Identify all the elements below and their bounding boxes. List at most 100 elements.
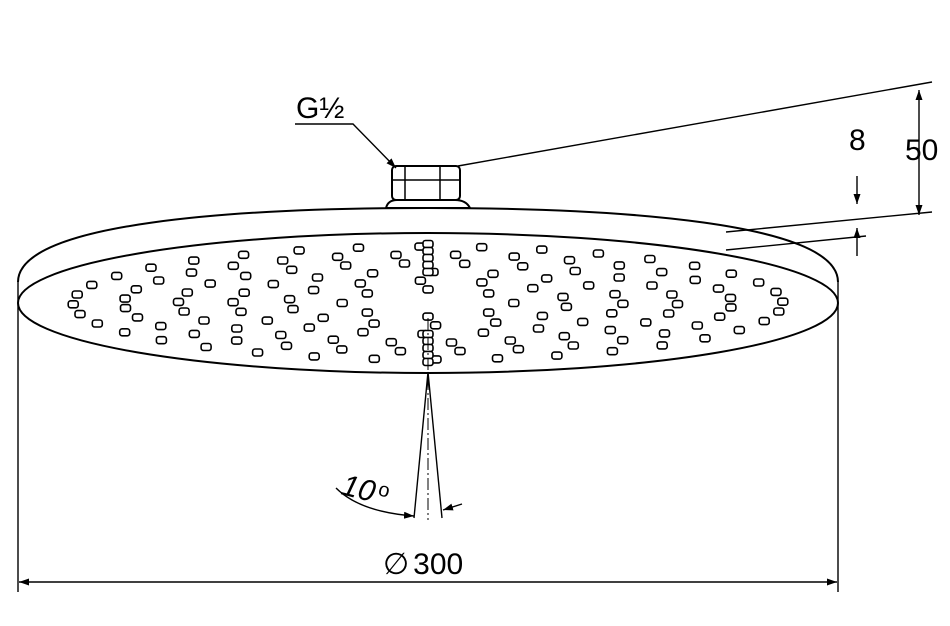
nozzle [368, 319, 380, 328]
nozzle [285, 265, 298, 275]
nozzle [357, 327, 369, 337]
nozzle [74, 309, 86, 319]
nozzle [267, 279, 280, 289]
height-total-label: 50 [905, 134, 938, 167]
nozzle [532, 324, 545, 333]
nozzle [181, 288, 194, 297]
nozzle [563, 255, 576, 265]
nozzle [658, 329, 671, 338]
nozzle [327, 335, 340, 345]
nozzle [725, 303, 737, 312]
height-ext-line-plate-top [725, 211, 933, 233]
nozzle [666, 290, 678, 299]
height-plate-label: 8 [849, 124, 866, 157]
nozzle [276, 256, 289, 265]
nozzle [130, 284, 143, 294]
nozzle [331, 252, 344, 262]
nozzle [613, 261, 626, 270]
nozzle [504, 336, 517, 345]
nozzle [422, 246, 434, 256]
nozzle [616, 335, 629, 345]
nozzle [576, 317, 589, 327]
nozzle [119, 303, 132, 313]
nozzle [152, 276, 165, 285]
nozzle [592, 249, 605, 258]
spray-line-right [427, 371, 443, 519]
nozzle [540, 274, 553, 283]
nozzle [605, 308, 618, 318]
nozzle [352, 243, 365, 252]
nozzle [239, 271, 252, 281]
nozzle [508, 252, 521, 261]
nozzle [604, 325, 617, 335]
diameter-dimension [17, 282, 839, 592]
nozzle [662, 309, 675, 318]
nozzle [475, 242, 488, 252]
nozzle [606, 346, 619, 356]
nozzle [230, 336, 243, 345]
thread-leader-line [295, 123, 397, 169]
nozzle [261, 316, 274, 325]
nozzle [656, 341, 669, 350]
spray-line-left [413, 371, 429, 519]
nozzle [235, 307, 247, 317]
nozzle [131, 313, 144, 322]
nozzle [489, 318, 502, 327]
nozzle [688, 261, 701, 271]
nozzle [477, 328, 490, 338]
nozzle [178, 307, 190, 316]
nozzle [422, 253, 434, 263]
nozzle [339, 261, 352, 270]
connector-nut [384, 165, 472, 209]
nozzle [185, 268, 198, 277]
nozzle [204, 279, 216, 288]
nozzle [507, 298, 520, 308]
nozzle [655, 267, 668, 277]
nozzle [713, 312, 726, 322]
nozzle [422, 239, 434, 249]
nozzle [188, 256, 200, 265]
nozzle [422, 260, 434, 270]
nozzle [776, 297, 789, 307]
degree-symbol: o [376, 479, 392, 503]
nozzle [449, 250, 462, 260]
nozzle [482, 289, 495, 298]
nozzle [617, 299, 629, 309]
connector-body [391, 165, 461, 201]
spray-angle-arrow-right [442, 503, 463, 511]
nozzle [512, 344, 525, 354]
nozzle [454, 346, 466, 356]
nozzle [725, 269, 738, 279]
nozzle [582, 281, 595, 290]
nozzle [91, 319, 104, 328]
nozzle [770, 287, 782, 297]
nozzle [293, 246, 305, 255]
nozzle [516, 261, 529, 271]
nozzle [336, 298, 349, 308]
nozzle [361, 308, 374, 317]
nozzle [251, 348, 264, 357]
diameter-symbol: ∅ [383, 548, 409, 581]
nozzle-pattern [67, 239, 789, 367]
spray-angle [335, 318, 463, 520]
nozzle [317, 313, 330, 323]
nozzle [609, 289, 621, 299]
height-ext-line-top [457, 81, 933, 167]
nozzle [699, 333, 711, 343]
nozzle [311, 273, 324, 282]
nozzle [118, 327, 131, 337]
nozzle [445, 338, 458, 347]
nozzle [335, 345, 348, 354]
nozzle [691, 321, 704, 330]
nozzle [733, 325, 746, 335]
nozzle [227, 261, 240, 271]
nozzle [145, 263, 157, 273]
nozzle [560, 302, 573, 312]
nozzle [569, 266, 582, 276]
nozzle [671, 299, 684, 309]
nozzle [86, 280, 98, 290]
nozzle [188, 329, 201, 339]
nozzle [422, 267, 434, 277]
nozzle [155, 321, 167, 331]
nozzle [67, 299, 79, 309]
